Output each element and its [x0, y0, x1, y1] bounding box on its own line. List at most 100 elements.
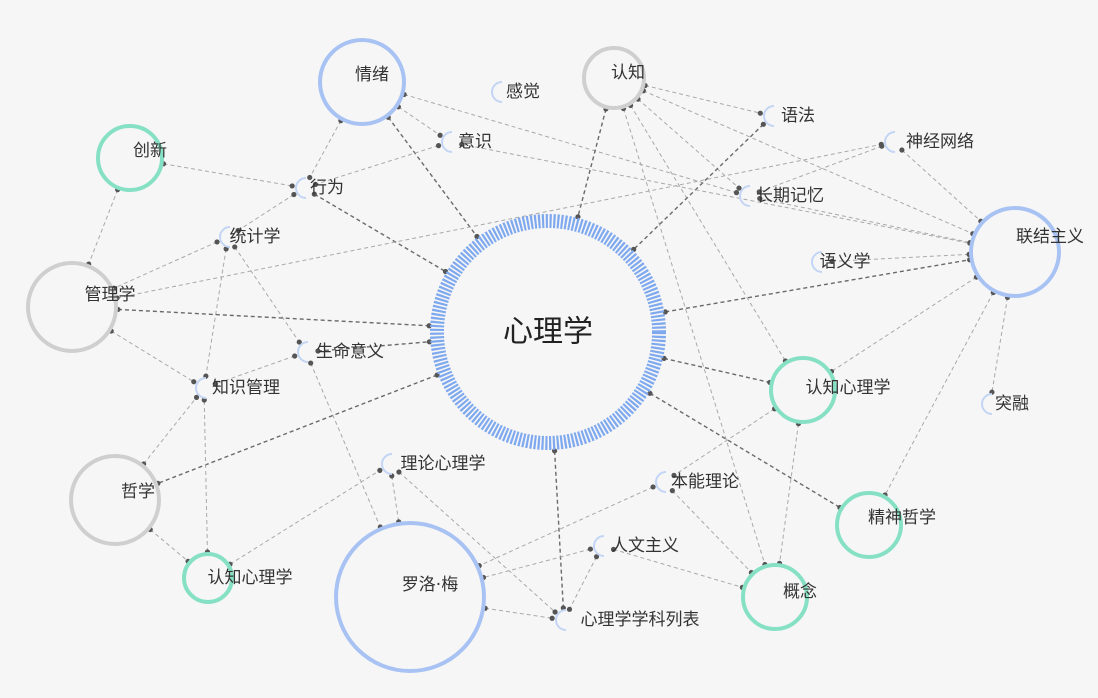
- edge-endpoint-dot: [191, 379, 197, 385]
- edge-shenjing-lianjie: [901, 149, 982, 222]
- node-lianjie[interactable]: 联结主义: [969, 206, 1084, 298]
- node-guanli[interactable]: 管理学: [26, 261, 136, 353]
- edge-endpoint-dot: [549, 615, 555, 621]
- node-ganjue[interactable]: 感觉: [491, 81, 540, 103]
- edge-chuangxin-xingwei: [163, 163, 293, 187]
- node-label: 心理学: [503, 315, 593, 350]
- node-qingxu[interactable]: 情绪: [318, 38, 406, 126]
- node-ring: [981, 393, 993, 415]
- node-label: 心理学学科列表: [581, 610, 700, 630]
- node-renzhixl_r[interactable]: 认知心理学: [769, 356, 891, 424]
- node-changqi[interactable]: 长期记忆: [739, 185, 824, 207]
- node-ring: [430, 214, 666, 450]
- node-label: 行为: [310, 178, 344, 198]
- edge-endpoint-dot: [212, 381, 218, 387]
- node-lilun[interactable]: 理论心理学: [381, 453, 486, 475]
- node-xingwei[interactable]: 行为: [295, 177, 344, 199]
- node-renwen[interactable]: 人文主义: [593, 535, 679, 557]
- node-label: 管理学: [85, 285, 136, 305]
- node-ring: [835, 491, 903, 559]
- edge-lilun-luoluomei: [391, 475, 400, 522]
- edge-benneng-luoluomei: [479, 486, 654, 567]
- node-zhexue[interactable]: 哲学: [69, 454, 161, 546]
- node-label: 精神哲学: [868, 508, 936, 528]
- edge-qingxu-xingwei: [309, 120, 342, 178]
- edge-endpoint-dot: [631, 246, 637, 252]
- edge-guanli-zhishi: [110, 330, 195, 383]
- edge-lianjie-jingshen: [884, 292, 994, 496]
- edge-endpoint-dot: [878, 141, 884, 147]
- edge-endpoint-dot: [647, 390, 653, 396]
- node-tongji[interactable]: 统计学: [219, 226, 281, 248]
- edge-xinlixue-lianjie: [665, 259, 970, 313]
- node-label: 长期记忆: [756, 186, 824, 206]
- edge-endpoint-dot: [289, 183, 295, 189]
- node-yuyi[interactable]: 语义学: [811, 251, 871, 273]
- edge-endpoint-dot: [312, 181, 319, 187]
- node-label: 创新: [133, 141, 167, 161]
- edge-endpoint-dot: [669, 488, 675, 494]
- node-ring: [195, 377, 207, 399]
- edge-zhexue-renzhixl_l: [149, 529, 189, 562]
- node-ring: [739, 185, 751, 207]
- edge-renzhixl_r-gainian: [779, 423, 799, 564]
- node-turong[interactable]: 突融: [981, 393, 1029, 415]
- node-ring: [297, 341, 309, 363]
- edge-yishi-xingwei: [315, 145, 439, 185]
- node-liebiao[interactable]: 心理学学科列表: [555, 609, 700, 631]
- node-label: 语义学: [820, 252, 871, 272]
- node-label: 情绪: [355, 65, 389, 85]
- edge-endpoint-dot: [650, 484, 656, 490]
- edge-endpoint-dot: [307, 174, 313, 181]
- edge-endpoint-dot: [296, 339, 302, 345]
- edge-endpoint-dot: [671, 472, 677, 478]
- node-label: 认知心理学: [208, 568, 293, 588]
- edge-renzhi-xinlixue: [577, 108, 607, 218]
- node-yishi[interactable]: 意识: [441, 131, 492, 153]
- node-ring: [219, 226, 231, 248]
- node-gainian[interactable]: 概念: [741, 563, 817, 631]
- edge-renzhi-changqi: [637, 98, 740, 189]
- node-label: 认知: [611, 63, 645, 83]
- edge-shengming-zhishi: [215, 355, 295, 385]
- edge-endpoint-dot: [757, 110, 763, 116]
- node-chuangxin[interactable]: 创新: [96, 124, 167, 192]
- node-renzhixl_l[interactable]: 认知心理学: [182, 552, 293, 604]
- edge-endpoint-dot: [593, 554, 600, 560]
- edge-tongji-zhishi: [205, 248, 227, 377]
- edge-qingxu-changqi: [404, 93, 737, 194]
- edge-endpoint-dot: [575, 214, 581, 220]
- node-shengming[interactable]: 生命意义: [297, 341, 384, 363]
- node-label: 哲学: [121, 482, 155, 502]
- edge-endpoint-dot: [552, 609, 558, 615]
- node-shenjing[interactable]: 神经网络: [884, 131, 974, 153]
- node-jingshen[interactable]: 精神哲学: [835, 491, 936, 559]
- edge-renzhi-lianjie: [643, 90, 974, 235]
- node-label: 理论心理学: [401, 454, 486, 474]
- edge-endpoint-dot: [610, 546, 617, 552]
- node-zhishi[interactable]: 知识管理: [195, 377, 280, 399]
- node-renzhi[interactable]: 认知: [582, 46, 646, 110]
- edge-endpoint-dot: [311, 191, 317, 197]
- edge-lianjie-renzhixl_r: [831, 276, 977, 372]
- edge-endpoint-dot: [232, 244, 238, 250]
- node-xinlixue[interactable]: 心理学: [430, 214, 666, 450]
- node-benneng[interactable]: 本能理论: [655, 471, 739, 493]
- edge-renzhixl_r-benneng: [673, 408, 775, 476]
- edge-renzhi-yufa: [644, 84, 761, 114]
- edge-renwen-liebiao: [569, 556, 597, 610]
- node-label: 语法: [781, 106, 815, 126]
- node-yufa[interactable]: 语法: [763, 105, 815, 127]
- node-label: 感觉: [506, 82, 540, 102]
- node-ring: [811, 251, 823, 273]
- edge-endpoint-dot: [829, 258, 835, 264]
- node-label: 认知心理学: [806, 378, 891, 398]
- edge-endpoint-dot: [459, 141, 465, 147]
- node-label: 意识: [458, 132, 492, 152]
- node-luoluomei[interactable]: 罗洛·梅: [334, 521, 486, 673]
- node-ring: [26, 261, 118, 353]
- edge-benneng-gainian: [671, 490, 752, 573]
- edge-endpoint-dot: [474, 233, 480, 240]
- edge-renzhi-renzhixl_r: [630, 105, 786, 362]
